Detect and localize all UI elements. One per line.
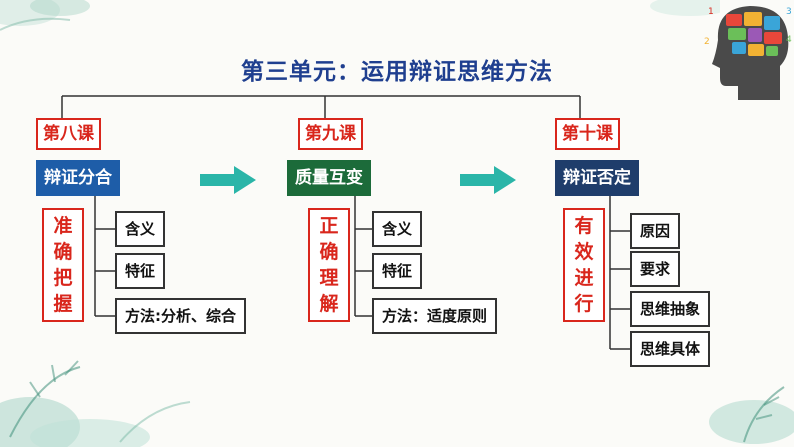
arrow-right-icon	[460, 166, 516, 194]
lesson-tag-9: 第九课	[298, 118, 363, 150]
item-box: 含义	[115, 211, 166, 247]
svg-text:1: 1	[708, 7, 714, 17]
item-box: 原因	[630, 213, 681, 249]
leaf-decoration-bottom-left	[0, 360, 191, 447]
leaf-decoration-top-left	[0, 0, 90, 31]
item-box: 特征	[115, 253, 166, 289]
item-box: 思维具体	[630, 331, 711, 367]
vertical-label-text: 有效进行	[574, 215, 594, 315]
vertical-label-9: 正确理解	[308, 208, 350, 322]
topic-box-10: 辩证否定	[555, 160, 639, 196]
arrow-right-icon	[200, 166, 256, 194]
vertical-label-8: 准确把握	[42, 208, 84, 322]
lesson-tag-8: 第八课	[36, 118, 101, 150]
item-box: 方法：适度原则	[372, 298, 498, 334]
item-box: 思维抽象	[630, 291, 711, 327]
svg-text:4: 4	[786, 35, 792, 45]
item-box: 含义	[372, 211, 423, 247]
item-box: 特征	[372, 253, 423, 289]
svg-text:2: 2	[704, 37, 710, 47]
topic-box-8: 辩证分合	[36, 160, 120, 196]
item-box: 方法:分析、综合	[115, 298, 246, 334]
vertical-label-10: 有效进行	[563, 208, 605, 322]
vertical-label-text: 准确把握	[53, 215, 73, 315]
svg-text:3: 3	[786, 7, 792, 17]
topic-box-9: 质量互变	[287, 160, 371, 196]
diagram-title: 第三单元：运用辩证思维方法	[241, 59, 553, 85]
vertical-label-text: 正确理解	[319, 215, 339, 315]
lesson-tag-10: 第十课	[555, 118, 620, 150]
brain-head-icon: 1 3 2 4	[704, 6, 792, 100]
leaf-decoration-bottom-right	[709, 386, 794, 444]
leaf-decoration-top-right	[650, 0, 720, 16]
item-box: 要求	[630, 251, 681, 287]
